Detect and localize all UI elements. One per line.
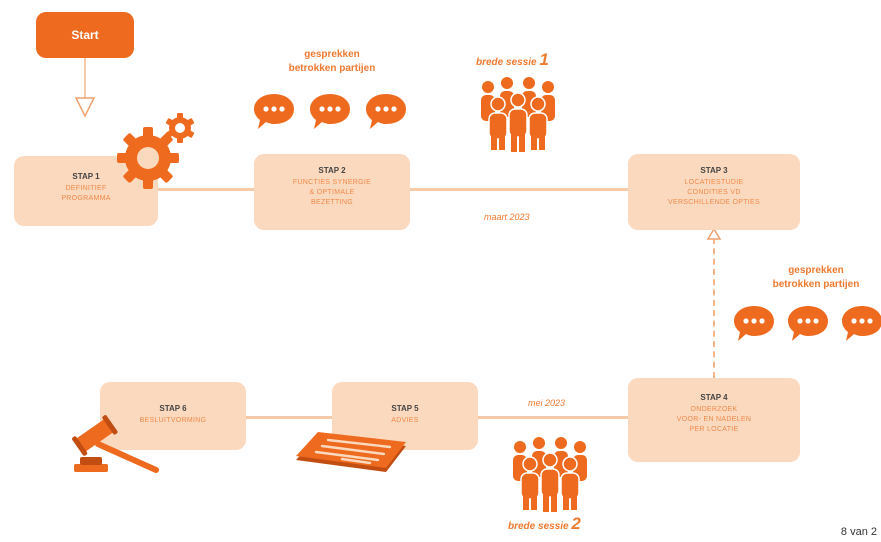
step-5-desc-1: ADVIES bbox=[391, 417, 419, 424]
step-4-desc-3: PER LOCATIE bbox=[689, 426, 739, 433]
talks-top-line2: betrokken partijen bbox=[288, 63, 376, 74]
connector-step5-step6 bbox=[246, 416, 332, 419]
step-6-desc-1: BESLUITVORMING bbox=[139, 417, 207, 424]
arrow-up-icon bbox=[706, 227, 722, 240]
group-people-icon bbox=[481, 77, 555, 152]
step-1-desc-1: DEFINITIEF bbox=[65, 185, 107, 192]
step-2: STAP 2 FUNCTIES SYNERGIE & OPTIMALE BEZE… bbox=[254, 154, 410, 230]
page-number: 8 van 2 bbox=[840, 526, 877, 538]
connector-step2-step3 bbox=[410, 188, 628, 191]
speech-bubble-icon bbox=[788, 306, 828, 341]
session-1-label: brede sessie 1 bbox=[476, 50, 549, 70]
gavel-icon bbox=[72, 415, 159, 473]
step-3-desc-3: VERSCHILLENDE OPTIES bbox=[668, 199, 760, 206]
step-4-desc-2: VOOR- EN NADELEN bbox=[676, 416, 752, 423]
step-4-desc-1: ONDERZOEK bbox=[690, 406, 738, 413]
arrow-down-icon bbox=[74, 97, 96, 118]
speech-bubble-icon bbox=[310, 94, 350, 129]
group-people-icon bbox=[513, 437, 587, 512]
step-3-desc-2: CONDITIES VD bbox=[687, 189, 741, 196]
step-4-title: STAP 4 bbox=[700, 393, 728, 402]
speech-bubble-icon bbox=[254, 94, 294, 129]
gears-icon bbox=[117, 113, 195, 189]
step-1-title: STAP 1 bbox=[72, 172, 100, 181]
connector-start-step1 bbox=[84, 58, 86, 98]
session-1-prefix: brede sessie bbox=[476, 57, 540, 68]
session-1-number: 1 bbox=[539, 50, 549, 69]
step-2-desc-2: & OPTIMALE bbox=[309, 189, 355, 196]
connector-step4-step5 bbox=[478, 416, 628, 419]
date-bottom: mei 2023 bbox=[528, 398, 566, 408]
speech-bubble-icon bbox=[366, 94, 406, 129]
step-1-desc-2: PROGRAMMA bbox=[61, 195, 111, 202]
session-2-number: 2 bbox=[571, 514, 581, 533]
start-node: Start bbox=[36, 12, 134, 58]
step-2-desc-3: BEZETTING bbox=[311, 199, 353, 206]
step-2-desc-1: FUNCTIES SYNERGIE bbox=[292, 179, 372, 186]
talks-right-line2: betrokken partijen bbox=[772, 279, 860, 290]
step-2-title: STAP 2 bbox=[318, 166, 346, 175]
talks-top-line1: gesprekken bbox=[304, 49, 360, 60]
step-6: STAP 6 BESLUITVORMING bbox=[100, 382, 246, 450]
session-2-label: brede sessie 2 bbox=[508, 514, 581, 534]
connector-step1-step2 bbox=[158, 188, 254, 191]
document-icon bbox=[296, 432, 406, 472]
speech-bubble-icon bbox=[842, 306, 881, 341]
talks-right-label: gesprekken betrokken partijen bbox=[752, 264, 880, 292]
step-3-title: STAP 3 bbox=[700, 166, 728, 175]
date-top: maart 2023 bbox=[484, 212, 530, 222]
step-3: STAP 3 LOCATIESTUDIE CONDITIES VD VERSCH… bbox=[628, 154, 800, 230]
session-2-prefix: brede sessie bbox=[508, 521, 572, 532]
step-3-desc-1: LOCATIESTUDIE bbox=[684, 179, 744, 186]
step-6-title: STAP 6 bbox=[159, 404, 187, 413]
talks-top-label: gesprekken betrokken partijen bbox=[262, 48, 402, 76]
step-4: STAP 4 ONDERZOEK VOOR- EN NADELEN PER LO… bbox=[628, 378, 800, 462]
start-label: Start bbox=[71, 28, 99, 42]
step-5-title: STAP 5 bbox=[391, 404, 419, 413]
speech-bubble-icon bbox=[734, 306, 774, 341]
connector-step4-step3-dashed bbox=[713, 238, 715, 378]
talks-right-line1: gesprekken bbox=[788, 265, 844, 276]
